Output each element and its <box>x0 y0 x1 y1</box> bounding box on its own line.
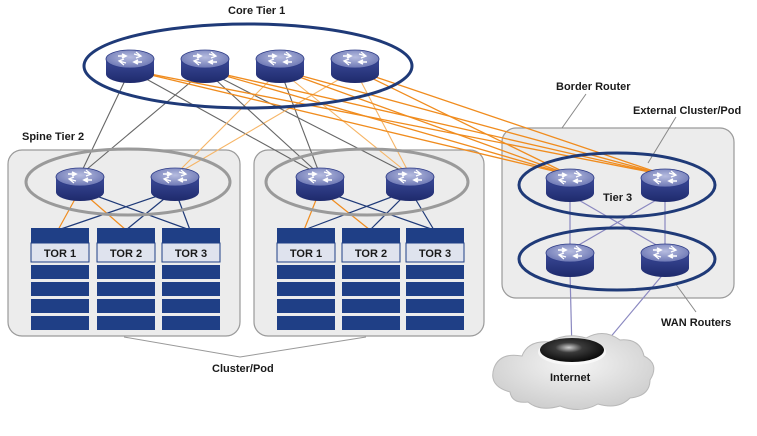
tor-rack: TOR 1 <box>276 228 336 330</box>
server-unit <box>162 299 220 313</box>
cluster-pod-label: Cluster/Pod <box>212 363 274 375</box>
server-unit <box>342 282 400 296</box>
router-icon <box>385 167 435 202</box>
router-icon <box>545 243 595 278</box>
server-unit <box>162 282 220 296</box>
server-unit <box>31 282 89 296</box>
router-icon <box>295 167 345 202</box>
spine-ring-pod1 <box>24 147 232 217</box>
router-icon <box>640 243 690 278</box>
core-tier-ring <box>82 22 414 110</box>
tor-rack-top <box>406 228 464 243</box>
server-unit <box>406 265 464 279</box>
globe-icon <box>540 338 604 362</box>
tor-rack-top <box>162 228 220 243</box>
server-unit <box>97 265 155 279</box>
wan-routers-callout <box>674 282 697 313</box>
server-unit <box>277 265 335 279</box>
router-icon <box>150 167 200 202</box>
border-router-label: Border Router <box>556 81 631 93</box>
cluster-pod-bracket <box>123 336 367 358</box>
server-unit <box>342 299 400 313</box>
tor-label-area <box>30 242 90 263</box>
spine-ring-pod2 <box>264 147 470 217</box>
tor-rack: TOR 3 <box>405 228 465 330</box>
server-unit <box>342 265 400 279</box>
spine-tier-label: Spine Tier 2 <box>22 131 84 143</box>
internet-label: Internet <box>550 372 591 384</box>
server-unit <box>31 265 89 279</box>
server-unit <box>162 265 220 279</box>
server-unit <box>406 282 464 296</box>
tor-rack-top <box>342 228 400 243</box>
wan-ring <box>517 226 717 292</box>
external-cluster-label: External Cluster/Pod <box>633 105 741 117</box>
router-icon <box>55 167 105 202</box>
router-icon <box>640 168 690 203</box>
router-icon <box>545 168 595 203</box>
wan-routers-label: WAN Routers <box>661 317 731 329</box>
router-icon <box>330 49 380 84</box>
server-unit <box>162 316 220 330</box>
router-icon <box>105 49 155 84</box>
tor-label-area <box>341 242 401 263</box>
tor-rack: TOR 3 <box>161 228 221 330</box>
server-unit <box>97 299 155 313</box>
internet-cloud-icon <box>492 333 655 410</box>
tor-rack: TOR 2 <box>341 228 401 330</box>
border-router-callout <box>561 93 587 129</box>
server-unit <box>277 282 335 296</box>
server-unit <box>97 316 155 330</box>
server-unit <box>277 299 335 313</box>
server-unit <box>97 282 155 296</box>
tor-rack: TOR 2 <box>96 228 156 330</box>
tor-rack-top <box>277 228 335 243</box>
server-unit <box>277 316 335 330</box>
router-icon <box>180 49 230 84</box>
tor-label: TOR 2 <box>110 248 142 260</box>
server-unit <box>342 316 400 330</box>
tor-rack: TOR 1 <box>30 228 90 330</box>
router-icon <box>255 49 305 84</box>
tor-label-area <box>276 242 336 263</box>
tor-label: TOR 2 <box>355 248 387 260</box>
tor-label: TOR 3 <box>175 248 207 260</box>
tor-label: TOR 1 <box>44 248 76 260</box>
server-unit <box>31 299 89 313</box>
tor-racks: TOR 1 TOR 2 TOR 3 TOR 1 TOR 2 TOR 3 <box>30 228 465 330</box>
server-unit <box>406 299 464 313</box>
core-tier-label: Core Tier 1 <box>228 5 285 17</box>
core-links <box>79 69 666 176</box>
tor-label-area <box>405 242 465 263</box>
tor-label-area <box>96 242 156 263</box>
tier3-ring <box>517 151 717 219</box>
tor-rack-top <box>31 228 89 243</box>
server-unit <box>31 316 89 330</box>
tor-rack-top <box>97 228 155 243</box>
tor-label-area <box>161 242 221 263</box>
tier3-label: Tier 3 <box>603 192 632 204</box>
tor-label: TOR 3 <box>419 248 451 260</box>
tor-label: TOR 1 <box>290 248 322 260</box>
server-unit <box>406 316 464 330</box>
